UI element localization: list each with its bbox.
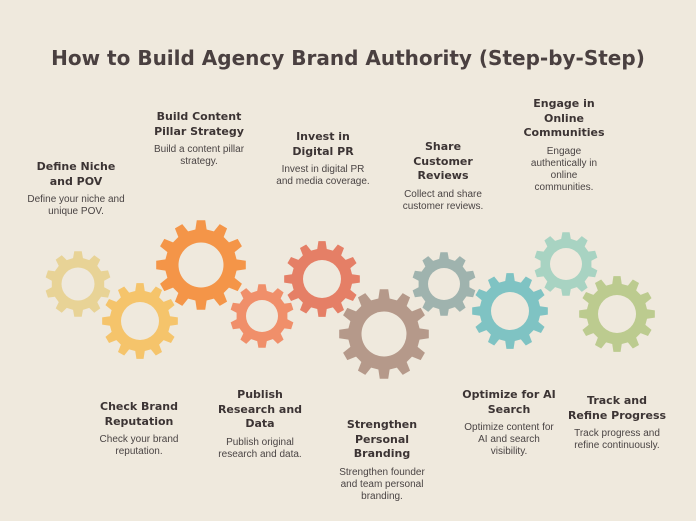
gear-icon-publish-research xyxy=(230,284,294,348)
step-digital-pr: Invest in Digital PR Invest in digital P… xyxy=(274,130,372,188)
gear-hole xyxy=(550,248,582,280)
gear-hole xyxy=(61,267,95,301)
gear-hole xyxy=(121,302,159,340)
gear-icon-content-pillar xyxy=(156,220,246,310)
step-description: Optimize content for AI and search visib… xyxy=(464,422,554,457)
gear-icon-digital-pr xyxy=(284,241,360,317)
step-online-communities: Engage in Online Communities Engage auth… xyxy=(520,97,608,194)
step-description: Build a content pillar strategy. xyxy=(153,144,245,167)
step-content-pillar: Build Content Pillar Strategy Build a co… xyxy=(150,110,248,168)
step-publish-research: Publish Research and Data Publish origin… xyxy=(210,388,310,461)
step-description: Engage authentically in online communiti… xyxy=(530,145,598,193)
gear-icon-customer-reviews xyxy=(412,252,476,316)
gear-icon-ai-search xyxy=(472,273,548,349)
gear-hole xyxy=(428,268,460,300)
step-personal-branding: Strengthen Personal Branding Strengthen … xyxy=(334,418,430,503)
gear-icon-online-communities xyxy=(534,232,598,296)
step-define-niche: Define Niche and POV Define your niche a… xyxy=(24,160,128,218)
step-title: Define Niche and POV xyxy=(36,160,116,188)
gear-hole xyxy=(598,295,636,333)
step-title: Strengthen Personal Branding xyxy=(346,418,418,460)
step-description: Define your niche and unique POV. xyxy=(27,194,125,217)
gear-hole xyxy=(303,260,341,298)
step-title: Invest in Digital PR xyxy=(292,130,354,158)
step-description: Collect and share customer reviews. xyxy=(402,188,484,212)
step-title: Publish Research and Data xyxy=(217,388,303,430)
page-title: How to Build Agency Brand Authority (Ste… xyxy=(51,46,645,70)
step-customer-reviews: Share Customer Reviews Collect and share… xyxy=(396,140,490,213)
step-ai-search: Optimize for AI Search Optimize content … xyxy=(460,388,558,458)
step-title: Check Brand Reputation xyxy=(100,400,178,428)
gear-icon-check-reputation xyxy=(102,283,178,359)
gear-hole xyxy=(361,311,407,357)
step-description: Publish original research and data. xyxy=(218,436,302,460)
step-title: Track and Refine Progress xyxy=(567,394,667,422)
gear-hole xyxy=(246,300,278,332)
step-check-reputation: Check Brand Reputation Check your brand … xyxy=(88,400,190,458)
step-title: Build Content Pillar Strategy xyxy=(154,110,244,138)
gear-icon-personal-branding xyxy=(339,289,429,379)
step-title: Engage in Online Communities xyxy=(523,97,605,139)
gear-icon-track-progress xyxy=(579,276,655,352)
step-title: Share Customer Reviews xyxy=(413,140,473,182)
gear-hole xyxy=(178,242,224,288)
step-description: Invest in digital PR and media coverage. xyxy=(276,164,370,187)
gear-icon-define-niche xyxy=(45,251,111,317)
step-title: Optimize for AI Search xyxy=(462,388,556,416)
step-track-progress: Track and Refine Progress Track progress… xyxy=(567,394,667,452)
step-description: Track progress and refine continuously. xyxy=(574,428,660,451)
step-description: Strengthen founder and team personal bra… xyxy=(339,466,425,502)
step-description: Check your brand reputation. xyxy=(99,434,179,457)
gear-hole xyxy=(491,292,529,330)
